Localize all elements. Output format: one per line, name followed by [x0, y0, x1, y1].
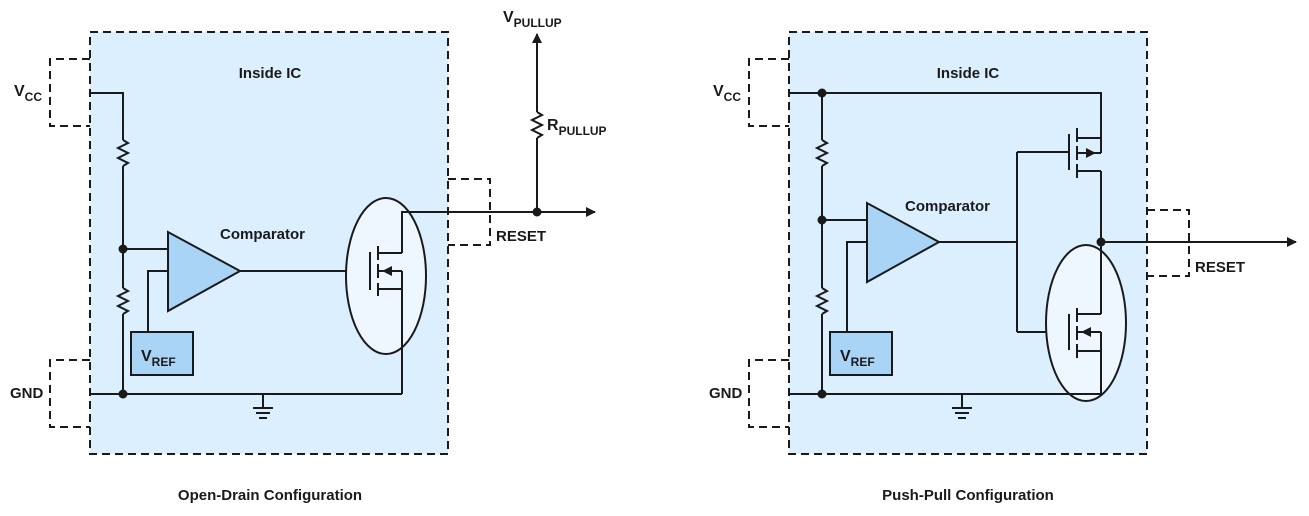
reset-pin-box	[1147, 209, 1190, 277]
output-transistor-highlight	[1045, 244, 1127, 402]
inside-ic-label: Inside IC	[239, 65, 302, 82]
node-gnd	[118, 389, 128, 399]
vcc-wire	[90, 92, 124, 140]
reset-pin-box	[448, 178, 491, 246]
pullup-resistor	[529, 111, 545, 139]
divider-resistor-bottom	[115, 287, 131, 315]
open-drain-panel: Inside IC VCC GND Comparator VREF	[10, 9, 607, 504]
gnd-pin-box	[49, 359, 90, 428]
open-drain-caption: Open-Drain Configuration	[178, 487, 362, 504]
vcc-pin-box	[748, 58, 789, 127]
comparator-output-wire	[939, 151, 1069, 333]
vcc-pin-box	[49, 58, 90, 127]
vref-box	[130, 331, 194, 376]
push-pull-caption: Push-Pull Configuration	[882, 487, 1054, 504]
rpullup-label: RPULLUP	[547, 117, 607, 138]
vpullup-label: VPULLUP	[503, 9, 562, 30]
gnd-pin-box	[748, 359, 789, 428]
divider-resistor-bottom	[814, 287, 830, 315]
reset-label: RESET	[496, 228, 546, 245]
vref-label: VREF	[840, 348, 875, 369]
output-transistor-highlight	[345, 197, 427, 355]
nmos-arrow	[1081, 327, 1091, 337]
vcc-label: VCC	[14, 83, 42, 104]
vref-label: VREF	[141, 348, 176, 369]
ground-symbol	[952, 394, 972, 419]
node-gnd	[817, 389, 827, 399]
divider-resistor-top	[814, 139, 830, 167]
nmos-arrow	[382, 266, 392, 276]
comparator-label: Comparator	[220, 226, 305, 243]
vref-wire	[147, 270, 168, 332]
vcc-label: VCC	[713, 83, 741, 104]
comparator-label: Comparator	[905, 198, 990, 215]
ground-symbol	[253, 394, 273, 419]
gnd-label: GND	[709, 385, 743, 402]
vcc-wire	[789, 92, 1102, 138]
reset-label: RESET	[1195, 259, 1245, 276]
push-pull-panel: Inside IC VCC GND Comparator VREF	[709, 31, 1297, 504]
vref-wire	[846, 241, 867, 332]
nmos-drain-wire	[401, 211, 537, 253]
vref-box	[829, 331, 893, 376]
pmos-arrow	[1086, 148, 1096, 158]
gnd-label: GND	[10, 385, 44, 402]
divider-resistor-top	[115, 139, 131, 167]
inside-ic-label: Inside IC	[937, 65, 1000, 82]
